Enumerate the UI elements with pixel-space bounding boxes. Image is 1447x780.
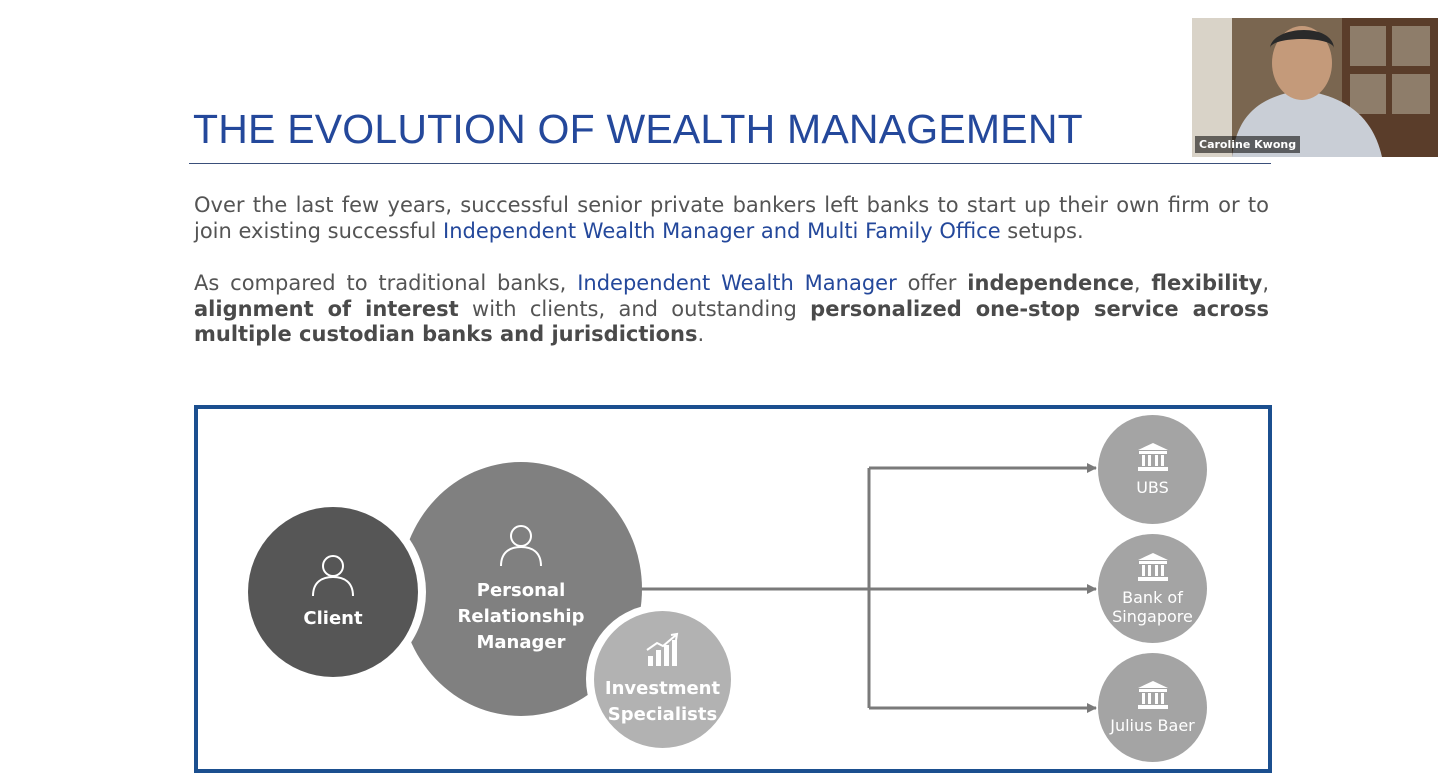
client-node: Client <box>248 507 418 677</box>
period: . <box>697 322 705 346</box>
growth-chart-icon <box>645 632 681 668</box>
bank-node-julius-baer: Julius Baer <box>1098 653 1207 762</box>
keyword-one-stop-service: personalized one-stop service across mul… <box>194 296 1270 347</box>
investment-label-line2: Specialists <box>607 703 718 725</box>
intro-text-start: Over the last few years, successful seni… <box>194 193 1269 243</box>
separator: , <box>1262 271 1269 295</box>
comparison-highlight: Independent Wealth Manager <box>577 271 897 295</box>
bank-node-bank-of-singapore: Bank of Singapore <box>1098 534 1207 643</box>
bank-name-line2: Singapore <box>1112 606 1193 626</box>
comparison-text-clients: with clients, and outstanding <box>458 296 811 321</box>
bank-icon <box>1137 680 1169 710</box>
keyword-independence: independence <box>967 271 1134 295</box>
person-icon <box>310 552 356 598</box>
client-label: Client <box>303 608 363 629</box>
investment-label-line1: Investment <box>604 677 721 699</box>
comparison-text-offer: offer <box>896 271 968 295</box>
prm-label-line3: Manager <box>476 632 566 653</box>
bank-name: Julius Baer <box>1110 716 1195 735</box>
intro-highlight: Independent Wealth Manager and Multi Fam… <box>443 218 1001 243</box>
title-divider <box>189 163 1271 164</box>
diagram-frame <box>194 405 1272 773</box>
intro-text-end: setups. <box>1000 218 1084 243</box>
investment-specialists-node: Investment Specialists <box>594 611 731 748</box>
participant-name-label: Caroline Kwong <box>1195 136 1301 153</box>
participant-video-tile[interactable]: Caroline Kwong <box>1192 18 1438 157</box>
person-icon <box>498 522 544 568</box>
keyword-alignment: alignment of interest <box>194 296 459 321</box>
keyword-flexibility: flexibility <box>1151 271 1263 295</box>
bank-icon <box>1137 442 1169 472</box>
bank-icon <box>1137 552 1169 582</box>
separator: , <box>1133 271 1152 295</box>
bank-name: UBS <box>1136 478 1169 497</box>
prm-label-line1: Personal <box>476 580 566 601</box>
comparison-text-start: As compared to traditional banks, <box>194 271 578 295</box>
bank-name-line1: Bank of <box>1122 587 1183 607</box>
prm-label-line2: Relationship <box>457 606 585 627</box>
intro-paragraph: Over the last few years, successful seni… <box>194 193 1269 244</box>
slide-title: THE EVOLUTION OF WEALTH MANAGEMENT <box>193 106 1083 152</box>
comparison-paragraph: As compared to traditional banks, Indepe… <box>194 271 1269 348</box>
bank-node-ubs: UBS <box>1098 415 1207 524</box>
